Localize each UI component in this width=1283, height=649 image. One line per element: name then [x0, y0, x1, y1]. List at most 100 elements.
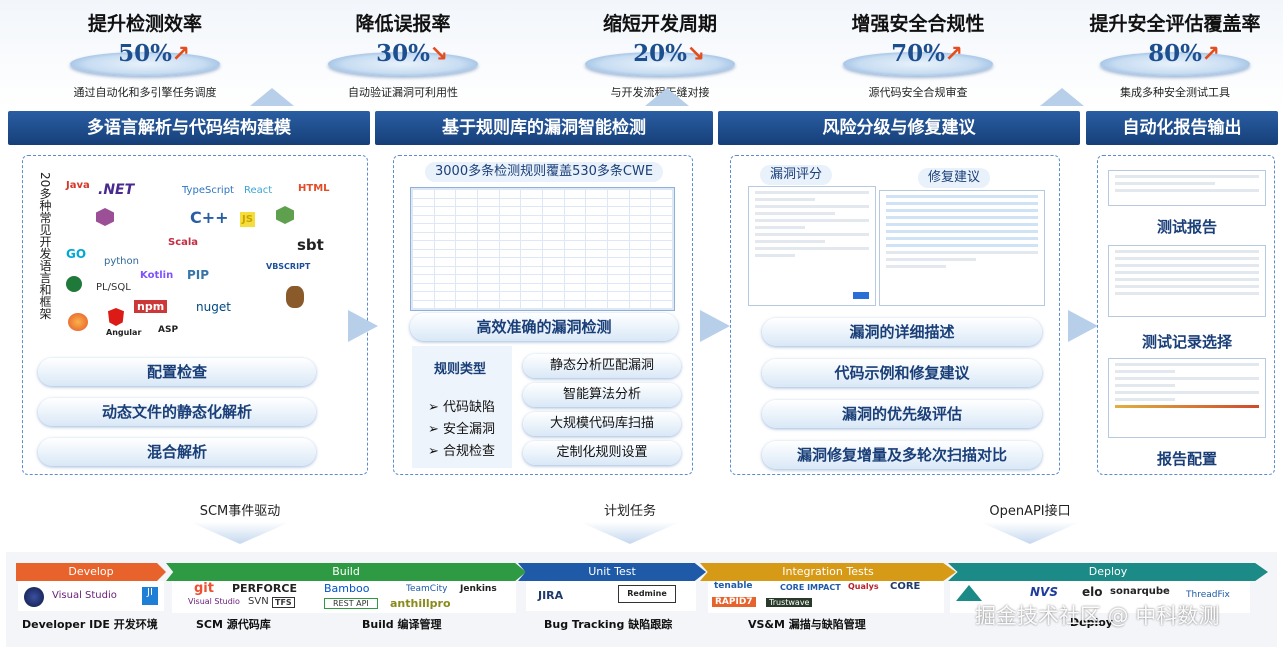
rule-cell [477, 207, 499, 215]
rule-cell [413, 300, 434, 308]
report-config-label: 报告配置 [1156, 450, 1217, 468]
rule-cell [586, 224, 607, 232]
rule-cell [564, 224, 586, 232]
rule-cell [521, 292, 542, 300]
metric-desc: 通过自动化和多引擎任务调度 [73, 86, 217, 99]
metric-title: 增强安全合规性 [851, 13, 985, 35]
rule-cell [629, 275, 651, 283]
tfs-logo: TFS [272, 597, 295, 608]
rule-cell [542, 207, 564, 215]
rule-cell [521, 224, 542, 232]
flow-arrow-icon [1068, 310, 1098, 342]
rule-cell [564, 283, 586, 291]
rule-cell [607, 215, 629, 223]
rapid7-logo: RAPID7 [712, 597, 756, 607]
rule-cell [413, 198, 434, 206]
rule-cell [542, 215, 564, 223]
vendor-icon [956, 585, 982, 601]
rule-cell [586, 292, 607, 300]
report-config-screenshot [1108, 358, 1266, 438]
cpp-logo: C++ [190, 208, 229, 227]
tab-fix-suggestion: 修复建议 [918, 168, 991, 188]
rule-cell [607, 275, 629, 283]
metric-desc: 自动验证漏洞可利用性 [348, 86, 458, 99]
rule-cell [542, 258, 564, 266]
rule-cell [434, 275, 456, 283]
rule-cell [456, 241, 477, 249]
rule-cell [434, 249, 456, 257]
sbt-logo: sbt [297, 236, 324, 254]
rule-cell [456, 215, 477, 223]
rule-cell [434, 241, 456, 249]
rule-cell [586, 207, 607, 215]
rule-cell [629, 241, 651, 249]
elo-logo: elo [1082, 585, 1103, 599]
rule-cell [477, 300, 499, 308]
eclipse-icon [24, 587, 44, 607]
rule-cell [651, 198, 672, 206]
rule-cell [607, 241, 629, 249]
rule-cell [651, 249, 672, 257]
rules-table [410, 187, 675, 311]
rule-cell [586, 232, 607, 240]
item-config-check: 配置检查 [38, 358, 316, 386]
rule-cell [521, 275, 542, 283]
rule-cell [564, 207, 586, 215]
caption-develop: Developer IDE 开发环境 [22, 618, 158, 631]
rule-cell [651, 275, 672, 283]
rule-cell [607, 258, 629, 266]
deploy-tools: NVS elo sonarqube ThreadFix [950, 581, 1250, 613]
rule-cell [542, 292, 564, 300]
rule-cell [586, 249, 607, 257]
item-priority: 漏洞的优先级评估 [762, 400, 1042, 428]
csharp-icon [96, 208, 114, 226]
metric-value: 80% [1148, 40, 1202, 67]
rule-cell [434, 190, 456, 198]
rule-cell [521, 241, 542, 249]
caption-bug-tracking: Bug Tracking 缺陷跟踪 [544, 618, 673, 631]
vuln-score-screenshot [748, 186, 876, 306]
mascot-icon [286, 286, 304, 308]
rule-cell [586, 215, 607, 223]
metric-desc: 源代码安全合规审查 [868, 86, 968, 99]
rule-cell [499, 283, 521, 291]
angular-logo: Angular [106, 328, 142, 337]
rule-cell [521, 215, 542, 223]
rule-cell [542, 232, 564, 240]
rule-type-item: ➢ 代码缺陷 [428, 400, 496, 415]
qualys-logo: Qualys [848, 582, 879, 591]
integration-tools: tenable CORE IMPACT Qualys CORE RAPID7 T… [708, 581, 944, 613]
rule-cell [434, 232, 456, 240]
rule-cell [434, 258, 456, 266]
nuget-logo: nuget [196, 300, 231, 314]
rule-cell [607, 283, 629, 291]
rule-cell [456, 266, 477, 274]
stage-deploy: Deploy [948, 563, 1268, 581]
rule-cell [629, 224, 651, 232]
asp-logo: ASP [158, 325, 179, 335]
python-logo: python [104, 256, 139, 267]
js-logo: JS [240, 212, 255, 227]
metric-detection-efficiency: 提升检测效率 50%↗ 通过自动化和多引擎任务调度 [25, 10, 265, 100]
rule-cell [586, 198, 607, 206]
pointer-triangle [645, 88, 689, 106]
rule-cell [434, 266, 456, 274]
rule-cell [413, 258, 434, 266]
metric-title: 降低误报率 [355, 13, 451, 35]
trigger-scheduled: 计划任务 [603, 504, 656, 519]
rule-cell [586, 300, 607, 308]
go-logo: GO [66, 247, 87, 261]
rule-cell [499, 249, 521, 257]
metric-title: 缩短开发周期 [602, 13, 717, 35]
confirm-button-icon [853, 292, 869, 299]
watermark: 掘金技术社区 @ 中科数测 [975, 604, 1220, 628]
caption-deploy: Deploy [1070, 616, 1113, 629]
rule-cell [629, 292, 651, 300]
rule-cell [629, 232, 651, 240]
runtime-icon [66, 276, 82, 292]
sonarqube-logo: sonarqube [1110, 586, 1170, 597]
rule-cell [521, 190, 542, 198]
rule-type-item: ➢ 合规检查 [428, 444, 496, 459]
rule-cell [434, 224, 456, 232]
rule-cell [607, 300, 629, 308]
